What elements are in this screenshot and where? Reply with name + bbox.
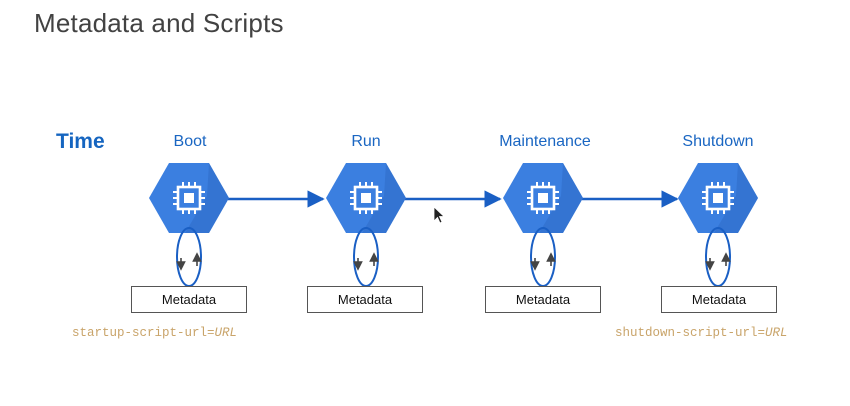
startup-script-key: startup-script-url=: [72, 326, 215, 340]
stage-hexagon-boot: [149, 163, 229, 233]
metadata-loop-shutdown: [705, 227, 731, 287]
stage-hexagon-run: [326, 163, 406, 233]
compute-engine-chip-icon: [350, 182, 382, 214]
startup-script-annotation: startup-script-url=URL: [72, 326, 237, 340]
shutdown-script-annotation: shutdown-script-url=URL: [615, 326, 788, 340]
stage-label-run: Run: [351, 133, 381, 150]
page-title: Metadata and Scripts: [34, 8, 284, 38]
metadata-box-maintenance: Metadata: [485, 286, 601, 313]
stage-label-shutdown: Shutdown: [682, 133, 754, 150]
shutdown-script-key: shutdown-script-url=: [615, 326, 766, 340]
compute-engine-chip-icon: [702, 182, 734, 214]
metadata-loop-boot: [176, 227, 202, 287]
startup-script-value: URL: [214, 326, 238, 340]
metadata-box-run: Metadata: [307, 286, 423, 313]
stage-label-maintenance: Maintenance: [499, 133, 591, 150]
mouse-pointer-icon: [433, 206, 446, 224]
shutdown-script-value: URL: [765, 326, 788, 340]
stage-hexagon-shutdown: [678, 163, 758, 233]
metadata-loop-maintenance: [530, 227, 556, 287]
stage-label-boot: Boot: [173, 133, 207, 150]
compute-engine-chip-icon: [527, 182, 559, 214]
metadata-loop-run: [353, 227, 379, 287]
stage-hexagon-maintenance: [503, 163, 583, 233]
metadata-box-boot: Metadata: [131, 286, 247, 313]
metadata-box-shutdown: Metadata: [661, 286, 777, 313]
compute-engine-chip-icon: [173, 182, 205, 214]
time-axis-label: Time: [56, 130, 105, 153]
